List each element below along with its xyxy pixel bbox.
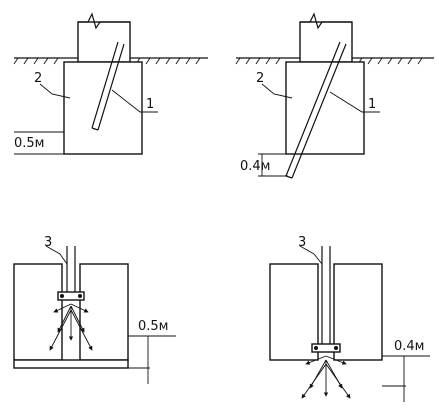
injector-pipe: [91, 41, 125, 131]
label-3: 3: [44, 235, 52, 250]
depth-label: 0.4м: [394, 339, 424, 354]
packer-bolt: [78, 294, 82, 298]
injector-pipe: [66, 246, 76, 300]
upper-wall: [77, 21, 131, 63]
fig-bottom-right: 3 0.4м: [269, 235, 430, 402]
packer-bolt: [314, 346, 318, 350]
wall-base: [13, 359, 129, 369]
injector-pipe: [321, 246, 331, 352]
label-1: 1: [368, 97, 376, 112]
depth-label: 0.5м: [138, 319, 168, 334]
break-mark: [300, 12, 352, 30]
packer: [311, 343, 341, 353]
fig-top-right: 1 2 0.4м: [235, 12, 434, 179]
leader-2: [261, 83, 293, 99]
label-2: 2: [34, 71, 42, 86]
leader-3: [299, 245, 323, 265]
fig-bottom-left: 3 0.5м: [13, 235, 176, 384]
wall-right: [333, 263, 383, 361]
leader-2: [39, 83, 71, 99]
spread-arrows: [301, 355, 351, 399]
label-2: 2: [256, 71, 264, 86]
leader-1: [111, 89, 158, 113]
leader-3: [45, 245, 68, 265]
ground-hatch: [13, 57, 201, 65]
depth-label: 0.4м: [240, 159, 270, 174]
upper-wall: [299, 21, 353, 63]
fig-top-left: 1 2 0.5м: [13, 12, 208, 155]
foundation-block: [285, 61, 365, 155]
label-3: 3: [298, 235, 306, 250]
packer: [57, 291, 85, 301]
foundation-block: [63, 61, 143, 155]
label-1: 1: [146, 97, 154, 112]
spread-arrows: [49, 303, 93, 351]
ground-hatch: [235, 57, 423, 65]
packer-bolt: [334, 346, 338, 350]
leader-1: [329, 91, 380, 113]
wall-left: [269, 263, 319, 361]
packer-bolt: [60, 294, 64, 298]
depth-label: 0.5м: [14, 136, 44, 151]
break-mark: [78, 12, 130, 30]
